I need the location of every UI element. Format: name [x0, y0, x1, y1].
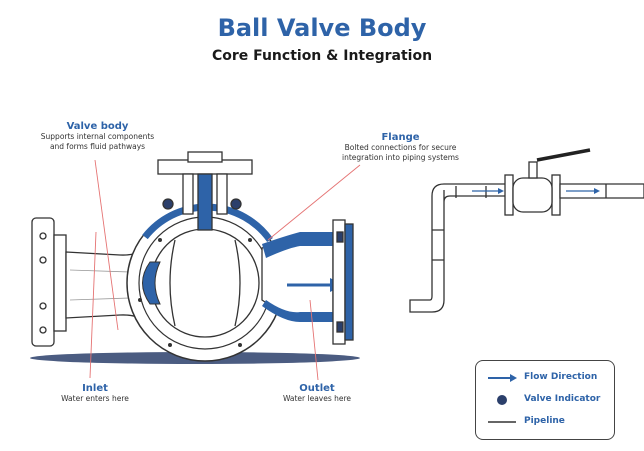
diagram-title: Ball Valve Body: [217, 14, 427, 42]
legend-row-indicator: Valve Indicator: [486, 391, 600, 407]
legend-row-flow: Flow Direction: [486, 369, 597, 385]
legend: Flow Direction Valve Indicator Pipeline: [475, 360, 615, 440]
flow-arrow-icon: [486, 370, 518, 384]
legend-row-pipeline: Pipeline: [486, 413, 565, 429]
label-valve-body-title: Valve body: [66, 121, 129, 132]
pipeline-line-icon: [486, 414, 518, 428]
label-flange-title: Flange: [381, 132, 420, 143]
label-flange-desc-2: integration into piping systems: [342, 153, 459, 162]
label-outlet-title: Outlet: [299, 383, 335, 394]
valve-stem: [157, 151, 253, 231]
legend-flow-label: Flow Direction: [524, 372, 598, 382]
outlet-flange: [332, 219, 354, 345]
ball: [150, 228, 260, 338]
label-valve-body-desc-1: Supports internal components: [40, 132, 155, 141]
leader-lines: [89, 159, 361, 381]
label-inlet-desc: Water enters here: [61, 394, 129, 403]
diagram-subtitle: Core Function & Integration: [211, 48, 433, 64]
pipeline-schematic: [409, 148, 644, 313]
label-valve-body-desc-2: and forms fluid pathways: [49, 142, 146, 151]
label-inlet-title: Inlet: [82, 383, 108, 394]
legend-pipeline-label: Pipeline: [524, 416, 565, 426]
label-inlet: Inlet Water enters here: [40, 383, 150, 404]
inlet-flange: [31, 217, 67, 347]
label-flange: Flange Bolted connections for secure int…: [318, 132, 483, 163]
label-outlet: Outlet Water leaves here: [262, 383, 372, 404]
label-flange-desc-1: Bolted connections for secure: [344, 143, 457, 152]
valve-indicator-icon: [486, 392, 518, 406]
label-outlet-desc: Water leaves here: [282, 394, 352, 403]
legend-indicator-label: Valve Indicator: [524, 394, 601, 404]
label-valve-body: Valve body Supports internal components …: [20, 121, 175, 152]
